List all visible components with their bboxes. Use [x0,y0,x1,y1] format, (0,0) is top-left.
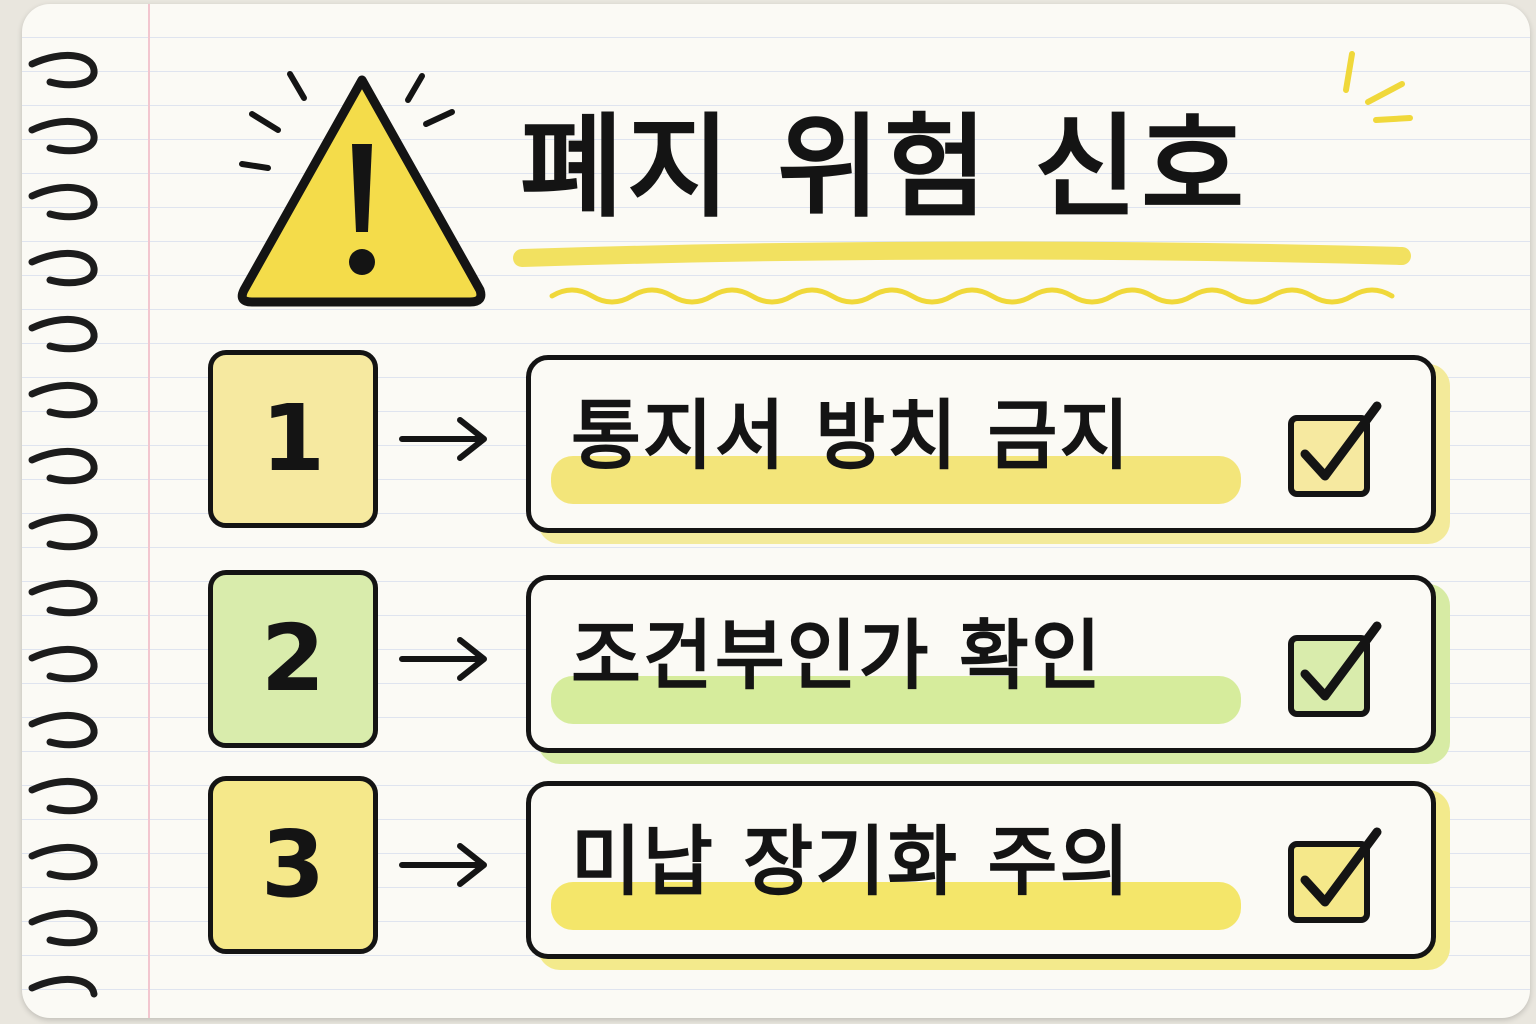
margin-line [148,4,150,1018]
item-label: 조건부인가 확인 [571,611,1103,700]
checkbox-checked-icon[interactable] [1281,396,1391,506]
item-label: 통지서 방치 금지 [571,391,1132,480]
spiral-binding-icon [28,51,98,998]
warning-triangle-icon [237,71,486,307]
number-badge: 2 [208,570,378,748]
arrow-right-icon [399,417,487,461]
label-card: 통지서 방치 금지 [526,355,1436,533]
item-label: 미납 장기화 주의 [571,817,1132,906]
title-underline-decoration [513,241,1411,305]
number-badge: 1 [208,350,378,528]
checkbox-checked-icon[interactable] [1281,616,1391,726]
page-title: 폐지 위험 신호 [520,103,1249,233]
notebook-page: 폐지 위험 신호 1 통지서 방치 금지 [22,4,1530,1018]
number-badge: 3 [208,776,378,954]
list-item: 2 조건부인가 확인 [208,570,1450,764]
title-row: 폐지 위험 신호 [212,44,1432,334]
label-highlight [551,882,1241,930]
number-badge-text: 3 [260,811,325,918]
checkbox-checked-icon[interactable] [1281,822,1391,932]
label-card: 미납 장기화 주의 [526,781,1436,959]
list-item: 1 통지서 방치 금지 [208,350,1450,544]
number-badge-text: 2 [260,605,325,712]
arrow-right-icon [399,843,487,887]
label-highlight [551,456,1241,504]
label-highlight [551,676,1241,724]
label-card: 조건부인가 확인 [526,575,1436,753]
sparkle-decoration-icon [1343,51,1413,123]
number-badge-text: 1 [260,385,325,492]
list-item: 3 미납 장기화 주의 [208,776,1450,970]
arrow-right-icon [399,637,487,681]
